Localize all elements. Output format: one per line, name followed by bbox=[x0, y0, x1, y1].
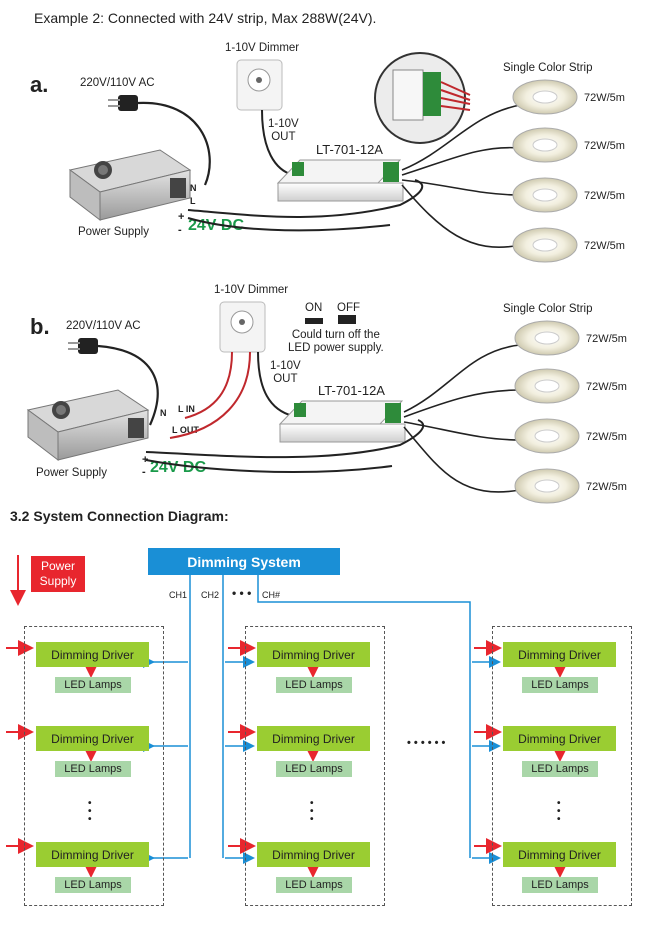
strip-watt-b2: 72W/5m bbox=[586, 381, 627, 393]
dimming-driver: Dimming Driver bbox=[257, 642, 370, 667]
driver-group-1 bbox=[24, 626, 164, 906]
led-lamps: LED Lamps bbox=[522, 677, 598, 693]
dimming-driver: Dimming Driver bbox=[36, 726, 149, 751]
ac-label-a: 220V/110V AC bbox=[80, 77, 155, 89]
power-supply-label-a: Power Supply bbox=[78, 226, 149, 238]
zoom-detail-icon bbox=[374, 52, 471, 144]
channel-label-n: CH# bbox=[262, 590, 281, 600]
n-label-a: N bbox=[190, 183, 197, 193]
led-lamps: LED Lamps bbox=[276, 761, 352, 777]
on-label: ON bbox=[305, 302, 323, 314]
led-lamps: LED Lamps bbox=[55, 677, 131, 693]
led-strip-icon-b3 bbox=[514, 418, 580, 454]
dimming-driver: Dimming Driver bbox=[503, 842, 616, 867]
model-label-b: LT-701-12A bbox=[318, 383, 385, 398]
plug-icon-b bbox=[68, 338, 98, 354]
power-supply-icon-a bbox=[68, 149, 192, 222]
dimming-driver: Dimming Driver bbox=[36, 842, 149, 867]
led-lamps: LED Lamps bbox=[55, 761, 131, 777]
dimmer-label-b: 1-10V Dimmer bbox=[214, 284, 289, 296]
off-switch-icon bbox=[338, 315, 356, 324]
led-strip-icon-b2 bbox=[514, 368, 580, 404]
strip-watt-a2: 72W/5m bbox=[584, 140, 625, 152]
strip-watt-a1: 72W/5m bbox=[584, 92, 625, 104]
led-lamps: LED Lamps bbox=[276, 877, 352, 893]
off-label: OFF bbox=[337, 302, 360, 314]
on-switch-icon bbox=[305, 318, 323, 324]
strip-watt-b1: 72W/5m bbox=[586, 333, 627, 345]
dimming-driver: Dimming Driver bbox=[503, 642, 616, 667]
led-strip-icon-a4 bbox=[512, 227, 578, 263]
channel-label-1: CH1 bbox=[169, 590, 188, 600]
channel-label-2: CH2 bbox=[201, 590, 220, 600]
dimming-driver: Dimming Driver bbox=[36, 642, 149, 667]
strip-watt-a4: 72W/5m bbox=[584, 240, 625, 252]
dimmer-icon-b bbox=[219, 301, 266, 353]
l-label-a: L bbox=[190, 196, 196, 206]
dimming-driver: Dimming Driver bbox=[257, 726, 370, 751]
led-strip-icon-a2 bbox=[512, 127, 578, 163]
out-label-b: 1-10V OUT bbox=[270, 360, 301, 385]
dimmer-icon-a bbox=[236, 59, 283, 111]
channel-ellipsis: • • • bbox=[232, 586, 252, 600]
minus-label-a: - bbox=[178, 224, 182, 236]
vertical-ellipsis: • • • bbox=[88, 798, 92, 825]
example-title: Example 2: Connected with 24V strip, Max… bbox=[34, 10, 377, 26]
controller-icon-a bbox=[276, 159, 404, 202]
minus-label-b: - bbox=[142, 466, 146, 478]
power-supply-icon-b bbox=[26, 389, 150, 462]
dimmer-label-a: 1-10V Dimmer bbox=[225, 42, 300, 54]
strip-watt-b3: 72W/5m bbox=[586, 431, 627, 443]
strip-watt-b4: 72W/5m bbox=[586, 481, 627, 493]
section-heading: 3.2 System Connection Diagram: bbox=[10, 508, 229, 524]
led-strip-icon-a3 bbox=[512, 177, 578, 213]
strip-title-a: Single Color Strip bbox=[503, 62, 593, 74]
led-lamps: LED Lamps bbox=[522, 761, 598, 777]
dimming-driver: Dimming Driver bbox=[257, 842, 370, 867]
n-label-b: N bbox=[160, 408, 167, 418]
led-lamps: LED Lamps bbox=[276, 677, 352, 693]
l-in-label: L IN bbox=[178, 404, 195, 414]
driver-group-n bbox=[492, 626, 632, 906]
power-supply-box: Power Supply bbox=[31, 556, 85, 592]
strip-watt-a3: 72W/5m bbox=[584, 190, 625, 202]
out-label-a: 1-10V OUT bbox=[268, 118, 299, 143]
vertical-ellipsis: • • • bbox=[310, 798, 314, 825]
vertical-ellipsis: • • • bbox=[557, 798, 561, 825]
led-lamps: LED Lamps bbox=[55, 877, 131, 893]
note-label: Could turn off the LED power supply. bbox=[288, 329, 384, 354]
plug-icon-a bbox=[108, 95, 138, 111]
power-supply-label-b: Power Supply bbox=[36, 467, 107, 479]
section-a-letter: a. bbox=[30, 72, 49, 97]
l-out-label: L OUT bbox=[172, 425, 199, 435]
horizontal-ellipsis: • • • • • • bbox=[407, 737, 446, 749]
led-strip-icon-b4 bbox=[514, 468, 580, 504]
driver-group-2 bbox=[245, 626, 385, 906]
led-strip-icon-b1 bbox=[514, 320, 580, 356]
led-lamps: LED Lamps bbox=[522, 877, 598, 893]
strip-title-b: Single Color Strip bbox=[503, 303, 593, 315]
plus-label-b: + bbox=[142, 454, 149, 466]
dimming-system-box: Dimming System bbox=[148, 548, 340, 575]
controller-icon-b bbox=[278, 400, 406, 443]
ac-label-b: 220V/110V AC bbox=[66, 320, 141, 332]
dimming-driver: Dimming Driver bbox=[503, 726, 616, 751]
model-label-a: LT-701-12A bbox=[316, 142, 383, 157]
plus-label-a: + bbox=[178, 211, 185, 223]
section-b-letter: b. bbox=[30, 314, 50, 339]
led-strip-icon-a1 bbox=[512, 79, 578, 115]
